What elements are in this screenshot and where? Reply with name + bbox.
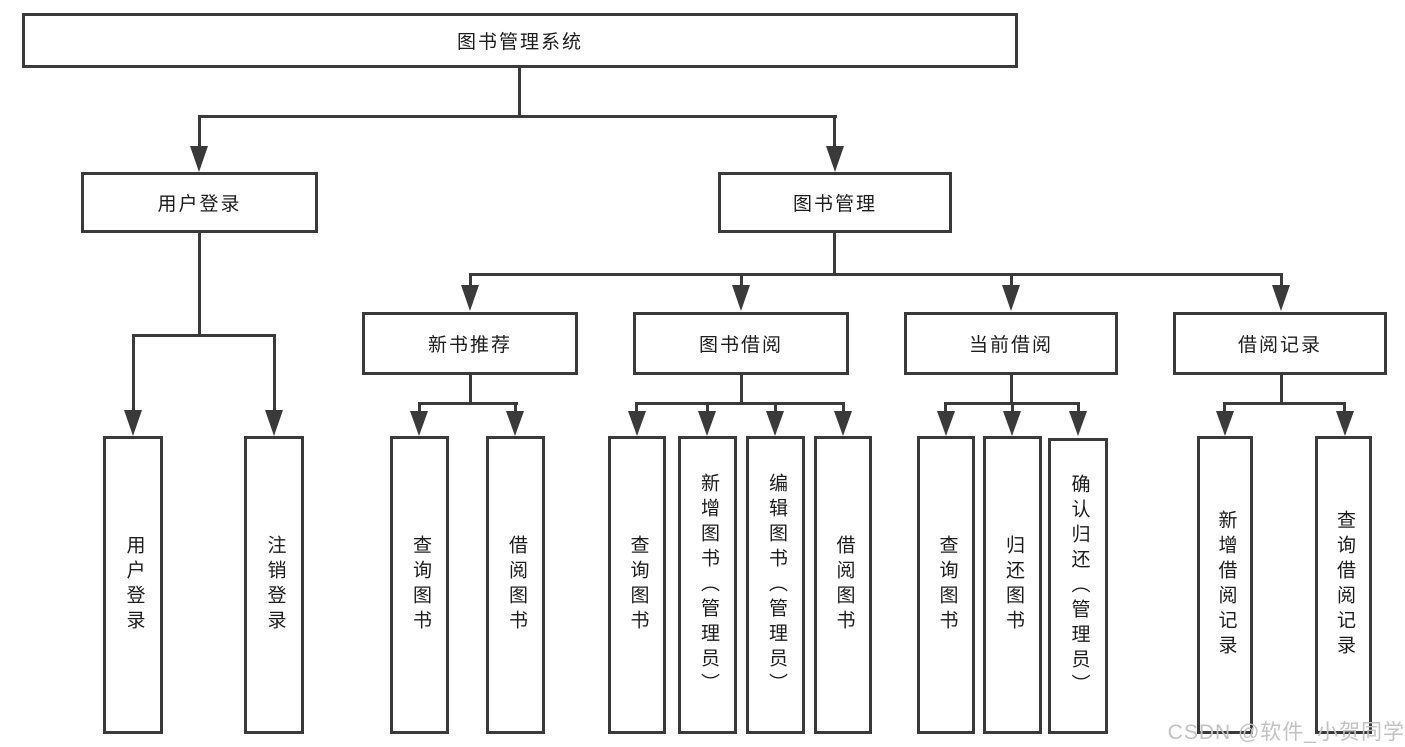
connector-rail xyxy=(132,334,276,337)
arrowhead-icon xyxy=(826,146,844,172)
connector-drop xyxy=(635,402,638,411)
leaf-label: 用户登录 xyxy=(123,535,145,635)
arrowhead-icon xyxy=(1216,411,1234,436)
connector-stub xyxy=(198,233,201,337)
connector-drop xyxy=(706,402,709,411)
arrowhead-icon xyxy=(410,411,428,436)
connector-drop xyxy=(469,273,472,285)
leaf-label: 注销登录 xyxy=(264,535,286,635)
connector-drop xyxy=(1223,402,1226,411)
arrowhead-icon xyxy=(834,411,852,436)
leaf-return-book: 归还图书 xyxy=(983,436,1042,734)
connector-level2-rail xyxy=(198,115,837,118)
connector-drop xyxy=(774,402,777,411)
node-new-book-recommend: 新书推荐 xyxy=(362,312,578,375)
leaf-label: 借阅图书 xyxy=(833,535,855,635)
connector-stub xyxy=(469,375,472,405)
connector-drop xyxy=(944,402,947,411)
leaf-query-book: 查询图书 xyxy=(917,436,975,734)
connector-drop xyxy=(1280,273,1283,285)
leaf-label: 查询图书 xyxy=(627,535,649,635)
leaf-logout-login: 注销登录 xyxy=(244,436,304,734)
connector-trunk xyxy=(518,68,521,117)
connector-drop xyxy=(514,402,517,411)
leaf-user-login: 用户登录 xyxy=(103,436,163,734)
connector-stub xyxy=(1010,375,1013,405)
arrowhead-icon xyxy=(1272,285,1290,311)
connector-stub xyxy=(740,375,743,405)
node-book-borrow: 图书借阅 xyxy=(633,312,849,375)
arrowhead-icon xyxy=(190,146,208,172)
connector-stub xyxy=(833,233,836,276)
arrowhead-icon xyxy=(1002,285,1020,311)
connector-level3-rail xyxy=(469,273,1283,276)
leaf-label: 归还图书 xyxy=(1002,535,1024,635)
connector-rail xyxy=(1223,402,1346,405)
leaf-label: 查询借阅记录 xyxy=(1333,510,1355,660)
leaf-add-book-admin: 新增图书（管理员） xyxy=(678,436,737,734)
connector-drop xyxy=(1343,402,1346,411)
leaf-label: 新增借阅记录 xyxy=(1215,510,1237,660)
connector-drop xyxy=(1077,402,1080,411)
leaf-borrow-book: 借阅图书 xyxy=(486,436,545,734)
leaf-confirm-return-admin: 确认归还（管理员） xyxy=(1048,438,1108,734)
leaf-label: 借阅图书 xyxy=(505,535,527,635)
arrowhead-icon xyxy=(461,285,479,311)
arrowhead-icon xyxy=(1003,411,1021,436)
arrowhead-icon xyxy=(1069,411,1087,436)
leaf-edit-book-admin: 编辑图书（管理员） xyxy=(746,436,805,734)
connector-drop xyxy=(842,402,845,411)
leaf-add-borrow-record: 新增借阅记录 xyxy=(1197,436,1253,734)
leaf-borrow-book: 借阅图书 xyxy=(814,436,872,734)
arrowhead-icon xyxy=(732,285,750,311)
connector-drop xyxy=(198,115,201,146)
node-user-login: 用户登录 xyxy=(81,172,318,233)
leaf-label: 查询图书 xyxy=(936,535,958,635)
arrowhead-icon xyxy=(506,411,524,436)
connector-drop xyxy=(273,334,276,410)
arrowhead-icon xyxy=(124,410,142,436)
connector-drop xyxy=(833,115,836,146)
arrowhead-icon xyxy=(1336,411,1354,436)
connector-drop xyxy=(1010,273,1013,285)
leaf-query-borrow-record: 查询借阅记录 xyxy=(1315,436,1372,734)
connector-rail xyxy=(418,402,518,405)
connector-drop xyxy=(418,402,421,411)
connector-drop xyxy=(1011,402,1014,411)
node-current-borrow: 当前借阅 xyxy=(904,312,1118,375)
node-borrow-records: 借阅记录 xyxy=(1173,312,1387,375)
leaf-query-book: 查询图书 xyxy=(608,436,666,734)
node-book-management: 图书管理 xyxy=(718,172,952,233)
leaf-query-book: 查询图书 xyxy=(390,436,449,734)
arrowhead-icon xyxy=(766,411,784,436)
arrowhead-icon xyxy=(698,411,716,436)
connector-drop xyxy=(132,334,135,410)
leaf-label: 查询图书 xyxy=(409,535,431,635)
connector-rail xyxy=(635,402,845,405)
node-root-system: 图书管理系统 xyxy=(22,13,1018,68)
csdn-watermark: CSDN @软件_小贺同学 xyxy=(1167,721,1405,744)
leaf-label: 确认归还（管理员） xyxy=(1068,473,1090,699)
arrowhead-icon xyxy=(937,411,955,436)
leaf-label: 编辑图书（管理员） xyxy=(765,472,787,698)
connector-drop xyxy=(740,273,743,285)
leaf-label: 新增图书（管理员） xyxy=(697,472,719,698)
arrowhead-icon xyxy=(265,410,283,436)
arrowhead-icon xyxy=(628,411,646,436)
connector-stub xyxy=(1280,375,1283,405)
